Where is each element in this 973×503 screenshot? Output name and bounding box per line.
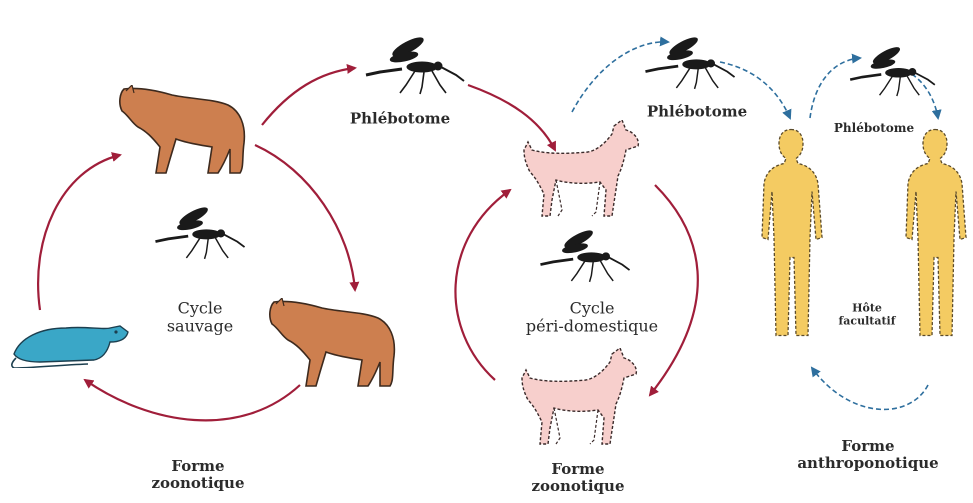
label-phlebotome-3: Phlébotome	[834, 122, 914, 136]
sandfly-icon	[155, 205, 244, 259]
label-phlebotome-2: Phlébotome	[647, 103, 747, 120]
arrow-phlebotome-to-dog	[468, 85, 555, 150]
sandfly-icon	[850, 45, 935, 96]
dog-icon	[522, 348, 636, 444]
label-cycle-peri-domestique: Cycle péri-domestique	[526, 300, 658, 337]
rodent-icon	[12, 326, 128, 368]
label-forme-zoonotique-1: Forme zoonotique	[151, 458, 244, 493]
human-icon	[906, 130, 966, 336]
human-icon	[762, 130, 822, 336]
arrow-dog-down	[650, 185, 698, 395]
wild-animal-icon	[120, 85, 245, 173]
arrow-phlebotome-to-human-2	[905, 70, 938, 118]
label-hote-facultatif: Hôte facultatif	[839, 302, 896, 327]
label-forme-anthroponotique: Forme anthroponotique	[797, 438, 938, 473]
arrow-dog-up	[455, 190, 510, 380]
label-cycle-sauvage: Cycle sauvage	[167, 300, 233, 337]
arrow-animal-to-phlebotome	[262, 68, 355, 125]
wild-animal-icon	[270, 298, 395, 386]
label-phlebotome-1: Phlébotome	[350, 110, 450, 127]
arrow-human-to-phlebotome	[810, 58, 860, 118]
arrow-anthroponotic-return	[812, 368, 928, 409]
sandfly-icon	[540, 228, 629, 282]
arrow-animal-to-rodent	[85, 380, 300, 420]
dog-icon	[524, 120, 638, 216]
sandfly-icon	[366, 35, 464, 94]
label-forme-zoonotique-2: Forme zoonotique	[531, 461, 624, 496]
arrow-rodent-to-animal	[38, 155, 120, 310]
arrow-animal-to-animal	[255, 145, 355, 290]
